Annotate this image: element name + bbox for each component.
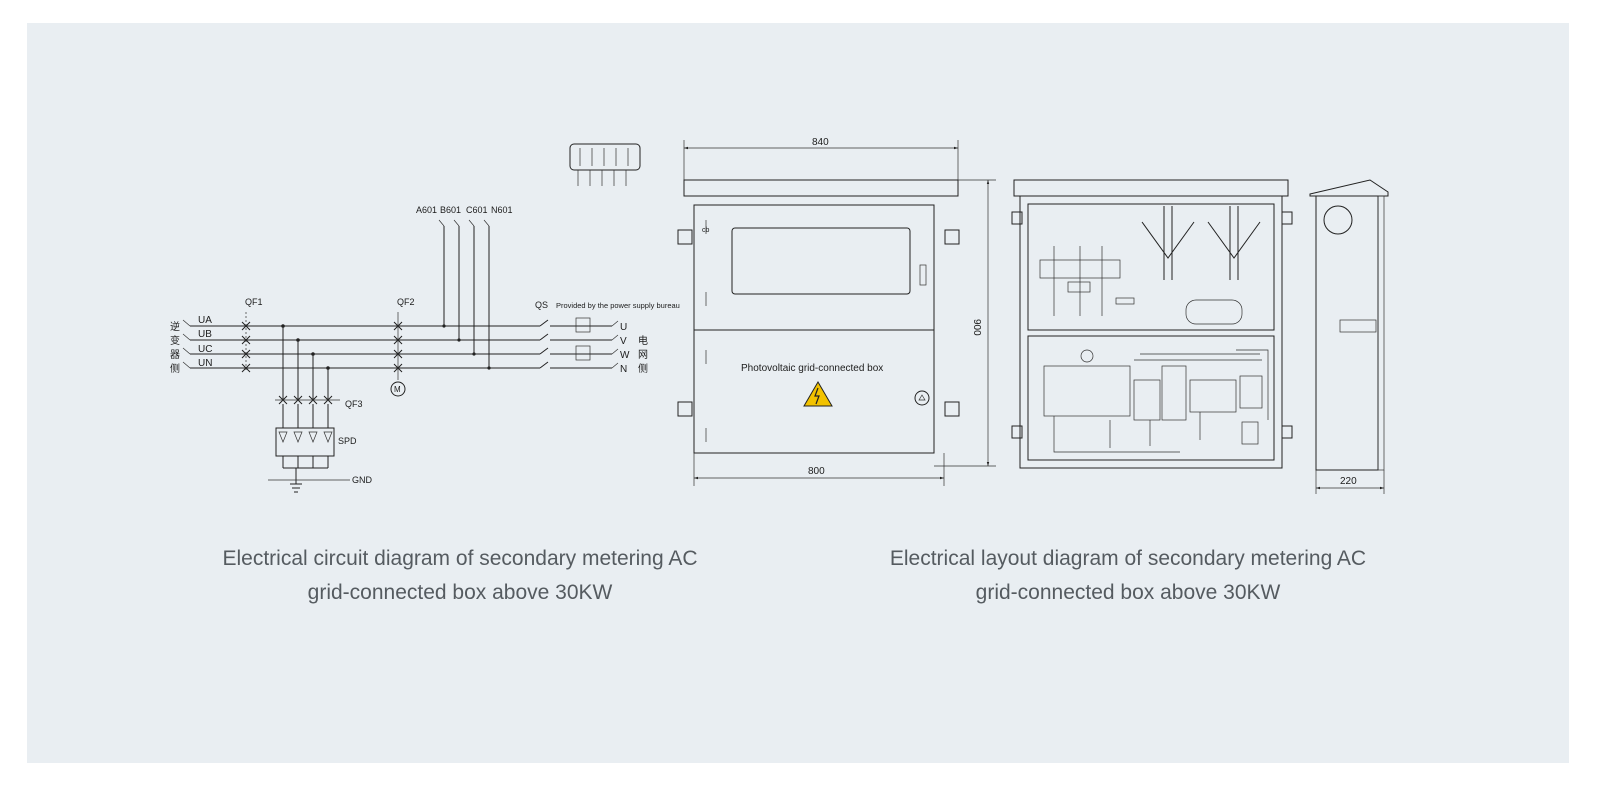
svg-text:N: N bbox=[620, 364, 627, 375]
meter-symbol: M bbox=[394, 385, 401, 394]
box-label: Photovoltaic grid-connected box bbox=[741, 363, 883, 374]
side-char: 电 bbox=[638, 334, 648, 347]
qf1-breaker: QF1 bbox=[241, 297, 263, 373]
qs-switch: QS Provided by the power supply bureau U… bbox=[535, 300, 680, 375]
svg-text:QF3: QF3 bbox=[345, 399, 363, 409]
side-char: 侧 bbox=[170, 362, 180, 375]
front-view: 840 cb Photovoltaic grid-connected box 8… bbox=[677, 137, 996, 486]
dim-depth: 220 bbox=[1340, 476, 1357, 487]
svg-text:W: W bbox=[620, 350, 630, 361]
supply-note: Provided by the power supply bureau bbox=[556, 301, 680, 310]
svg-text:cb: cb bbox=[702, 227, 710, 234]
interior-view bbox=[1011, 179, 1293, 469]
svg-text:V: V bbox=[620, 336, 627, 347]
warning-icon bbox=[803, 381, 833, 407]
svg-text:QF2: QF2 bbox=[397, 297, 415, 307]
side-char: 网 bbox=[638, 349, 648, 361]
caption-circuit: Electrical circuit diagram of secondary … bbox=[222, 547, 698, 604]
svg-text:QS: QS bbox=[535, 300, 548, 310]
dim-width-bottom: 800 bbox=[808, 466, 825, 477]
diagram-panel bbox=[27, 23, 1569, 763]
side-view: 220 bbox=[1309, 179, 1389, 494]
inverter-side-label: 逆 变 器 侧 bbox=[170, 320, 180, 375]
phase-label-ua: UA bbox=[198, 315, 212, 326]
dim-height: 900 bbox=[971, 319, 982, 336]
phase-label-ub: UB bbox=[198, 329, 212, 340]
svg-text:QF1: QF1 bbox=[245, 297, 263, 307]
bus-lines bbox=[182, 319, 540, 369]
caption-layout: Electrical layout diagram of secondary m… bbox=[889, 547, 1367, 604]
side-char: 逆 bbox=[170, 320, 180, 333]
svg-text:N601: N601 bbox=[491, 205, 513, 215]
dim-width-top: 840 bbox=[812, 137, 829, 148]
metering-taps: A601 B601 C601 N601 bbox=[416, 205, 513, 370]
phase-label-uc: UC bbox=[198, 344, 212, 355]
svg-text:B601: B601 bbox=[440, 205, 461, 215]
lock-icon bbox=[914, 390, 930, 406]
svg-text:SPD: SPD bbox=[338, 436, 357, 446]
svg-text:GND: GND bbox=[352, 475, 373, 485]
side-char: 侧 bbox=[638, 362, 648, 375]
side-char: 器 bbox=[170, 349, 180, 361]
qf2-breaker: QF2 M bbox=[390, 297, 415, 397]
svg-text:C601: C601 bbox=[466, 205, 488, 215]
side-char: 变 bbox=[170, 334, 180, 347]
circuit-diagram: 逆 变 器 侧 UA UB UC UN QF1 bbox=[170, 143, 680, 493]
svg-text:U: U bbox=[620, 322, 627, 333]
svg-text:A601: A601 bbox=[416, 205, 437, 215]
spd-branch: QF3 SPD GND bbox=[268, 324, 373, 493]
module-sketch bbox=[569, 143, 641, 186]
phase-label-un: UN bbox=[198, 358, 212, 369]
